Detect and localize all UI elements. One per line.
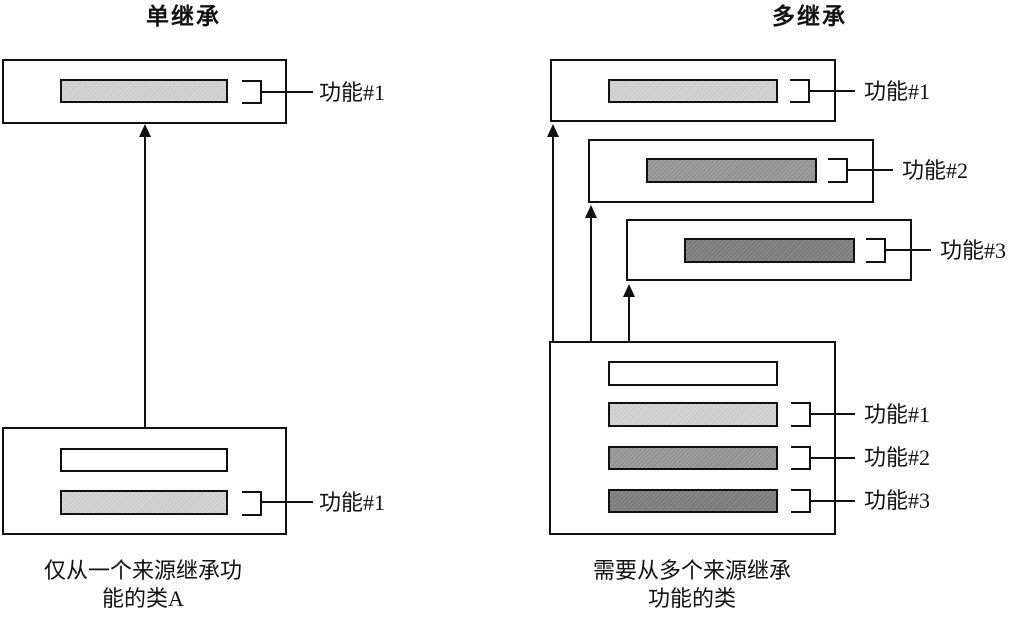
right-derived-feature3-callout-line bbox=[811, 500, 855, 502]
left-arrow-up-icon bbox=[139, 124, 151, 137]
left-derived-class-box bbox=[2, 427, 287, 535]
right-derived-feature1-callout-line bbox=[811, 413, 855, 415]
right-derived-feature2-bar bbox=[608, 446, 778, 470]
right-derived-feature2-label: 功能#2 bbox=[864, 445, 931, 470]
left-base-feature-label: 功能#1 bbox=[319, 80, 386, 105]
right-source1-feature-label: 功能#1 bbox=[864, 79, 931, 104]
left-caption: 仅从一个来源继承功 能的类A bbox=[18, 557, 268, 613]
right-arrow2-shaft bbox=[590, 217, 592, 341]
right-source1-callout-line bbox=[810, 90, 855, 92]
right-arrow1-shaft bbox=[552, 136, 554, 341]
left-base-callout-line bbox=[262, 91, 313, 93]
right-derived-feature2-bracket-icon bbox=[791, 446, 811, 470]
right-source2-callout-line bbox=[848, 169, 893, 171]
right-source1-feature-bar bbox=[608, 79, 778, 103]
right-derived-feature3-bracket-icon bbox=[791, 489, 811, 513]
right-arrow2-up-icon bbox=[585, 205, 597, 218]
single-inheritance-title: 单继承 bbox=[146, 3, 221, 29]
right-derived-feature2-callout-line bbox=[811, 457, 855, 459]
right-arrow1-up-icon bbox=[547, 124, 559, 137]
right-source3-callout-line bbox=[886, 249, 931, 251]
right-derived-feature1-bar bbox=[608, 402, 778, 427]
left-arrow-shaft bbox=[144, 136, 146, 427]
left-derived-feature-label: 功能#1 bbox=[319, 490, 386, 515]
left-derived-callout-bracket-icon bbox=[242, 491, 262, 516]
right-arrow3-up-icon bbox=[623, 284, 635, 297]
right-arrow3-shaft bbox=[628, 296, 630, 341]
left-derived-own-bar bbox=[60, 448, 228, 472]
right-derived-feature1-bracket-icon bbox=[791, 402, 811, 427]
right-source-box-1 bbox=[550, 59, 836, 122]
left-caption-line1: 仅从一个来源继承功 bbox=[43, 558, 242, 583]
right-source2-callout-bracket-icon bbox=[828, 158, 848, 183]
right-derived-feature3-bar bbox=[608, 489, 778, 513]
left-caption-line2: 能的类A bbox=[102, 586, 184, 611]
right-derived-feature1-label: 功能#1 bbox=[864, 402, 931, 427]
right-source1-callout-bracket-icon bbox=[790, 79, 810, 103]
right-source2-feature-bar bbox=[646, 158, 817, 183]
left-derived-feature-bar bbox=[60, 490, 228, 515]
right-caption-line1: 需要从多个来源继承 bbox=[592, 558, 791, 583]
multiple-inheritance-title: 多继承 bbox=[772, 3, 847, 29]
left-derived-callout-line bbox=[262, 501, 313, 503]
right-derived-own-bar bbox=[608, 361, 778, 386]
right-caption-line2: 功能的类 bbox=[647, 586, 736, 611]
left-base-callout-bracket-icon bbox=[242, 80, 262, 104]
right-source3-feature-bar bbox=[684, 238, 855, 263]
left-base-feature-bar bbox=[60, 79, 228, 103]
right-derived-feature3-label: 功能#3 bbox=[864, 488, 931, 513]
right-caption: 需要从多个来源继承 功能的类 bbox=[567, 557, 817, 613]
right-source3-callout-bracket-icon bbox=[866, 238, 886, 263]
right-source3-feature-label: 功能#3 bbox=[940, 238, 1007, 263]
right-source2-feature-label: 功能#2 bbox=[902, 158, 969, 183]
